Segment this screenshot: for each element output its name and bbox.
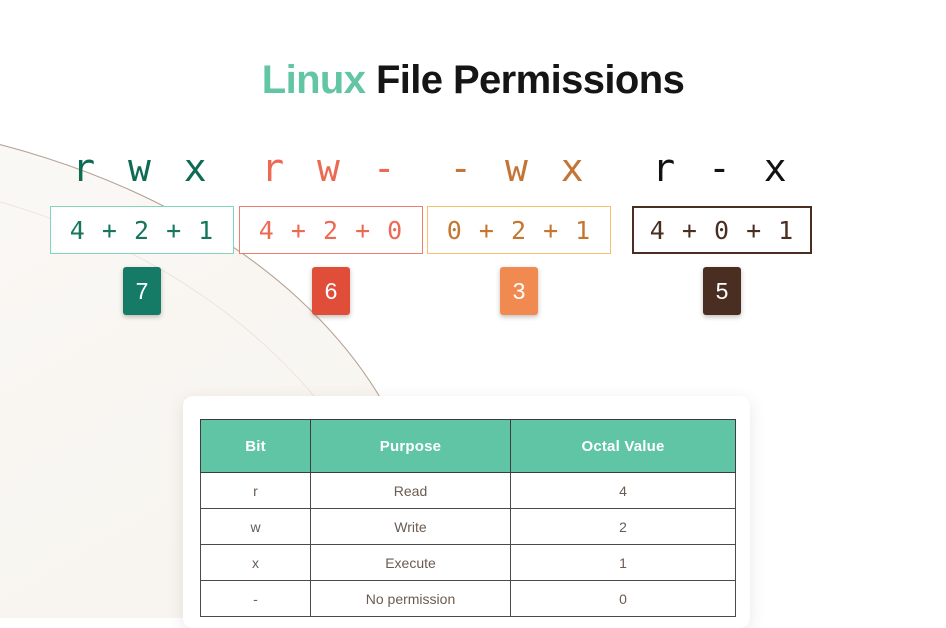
octal-badge: 5 — [703, 267, 741, 315]
table-header-bit: Bit — [200, 419, 311, 473]
table-header-octal-value: Octal Value — [510, 419, 736, 473]
permission-letters: r w x — [72, 146, 212, 190]
permission-letters: r - x — [652, 146, 792, 190]
cell-octal: 1 — [510, 544, 736, 581]
table-head: Bit Purpose Octal Value — [200, 419, 736, 473]
octal-badge: 3 — [500, 267, 538, 315]
cell-purpose: No permission — [310, 580, 511, 617]
permission-badge-wrap: 6 — [239, 267, 423, 315]
permission-groups: r w x 4 + 2 + 1 7 r w - 4 + 2 + 0 6 - w … — [0, 146, 946, 336]
permission-sum-box: 4 + 2 + 0 — [239, 206, 423, 254]
table-row: x Execute 1 — [200, 544, 736, 581]
octal-badge: 7 — [123, 267, 161, 315]
cell-bit: - — [200, 580, 311, 617]
cell-purpose: Read — [310, 472, 511, 509]
cell-purpose: Write — [310, 508, 511, 545]
table-header-purpose: Purpose — [310, 419, 511, 473]
permission-group-group: r w - 4 + 2 + 0 6 — [239, 146, 423, 315]
cell-purpose: Execute — [310, 544, 511, 581]
table-row: r Read 4 — [200, 472, 736, 509]
permission-table: Bit Purpose Octal Value r Read 4 w Write… — [200, 419, 736, 617]
cell-octal: 0 — [510, 580, 736, 617]
permission-sum-box: 0 + 2 + 1 — [427, 206, 611, 254]
permission-table-card: Bit Purpose Octal Value r Read 4 w Write… — [183, 396, 750, 628]
permission-letters: - w x — [449, 146, 589, 190]
permission-sum-box: 4 + 2 + 1 — [50, 206, 234, 254]
cell-octal: 2 — [510, 508, 736, 545]
octal-badge: 6 — [312, 267, 350, 315]
table-row: - No permission 0 — [200, 580, 736, 617]
permission-group-others: - w x 0 + 2 + 1 3 — [427, 146, 611, 315]
table-row: w Write 2 — [200, 508, 736, 545]
cell-bit: w — [200, 508, 311, 545]
table-header-row: Bit Purpose Octal Value — [200, 419, 736, 473]
cell-octal: 4 — [510, 472, 736, 509]
permission-sum-box: 4 + 0 + 1 — [632, 206, 812, 254]
page-title: Linux File Permissions — [0, 53, 946, 107]
permission-badge-wrap: 7 — [50, 267, 234, 315]
permission-group-extra: r - x 4 + 0 + 1 5 — [632, 146, 812, 315]
permission-badge-wrap: 5 — [632, 267, 812, 315]
permission-group-owner: r w x 4 + 2 + 1 7 — [50, 146, 234, 315]
page-title-main: File Permissions — [375, 57, 685, 102]
table-body: r Read 4 w Write 2 x Execute 1 - No perm… — [200, 472, 736, 617]
page-title-accent: Linux — [261, 57, 366, 102]
permission-badge-wrap: 3 — [427, 267, 611, 315]
permission-letters: r w - — [261, 146, 401, 190]
cell-bit: r — [200, 472, 311, 509]
cell-bit: x — [200, 544, 311, 581]
